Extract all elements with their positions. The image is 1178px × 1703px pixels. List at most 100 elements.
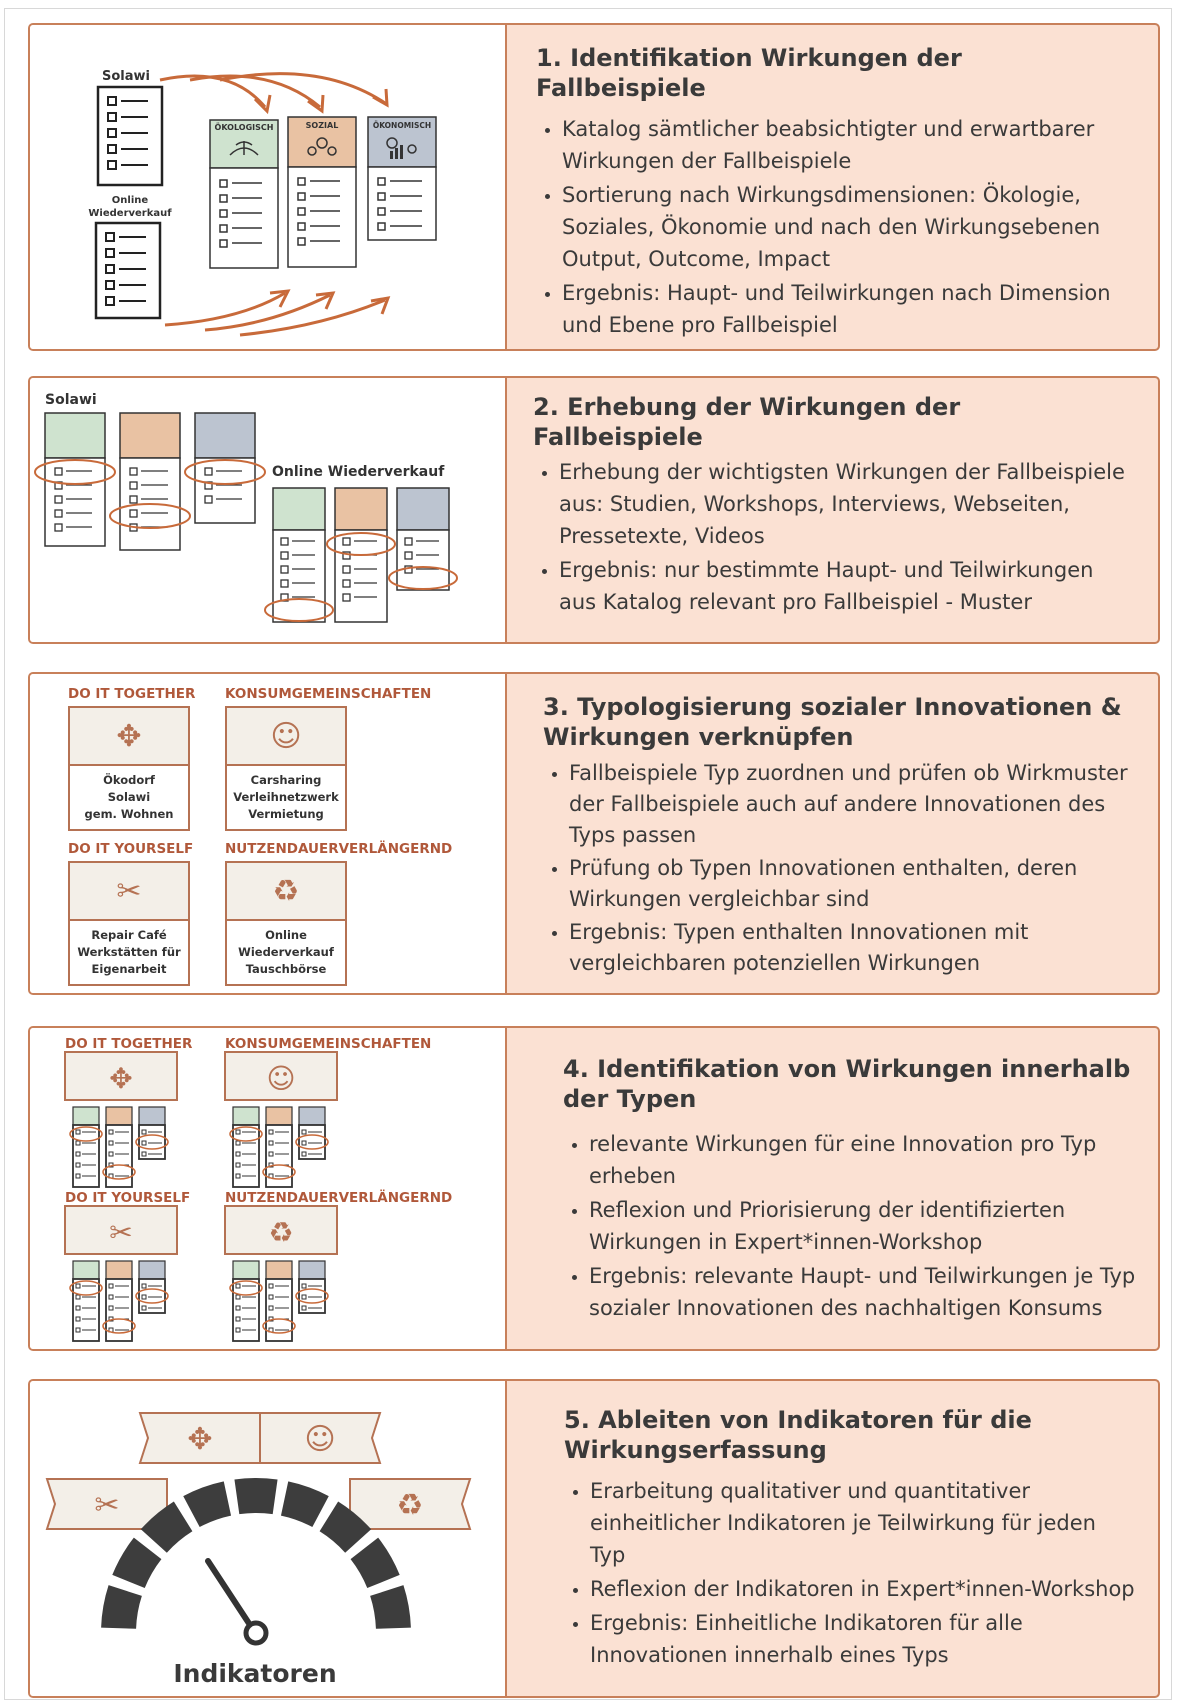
- recycle-icon: ♻: [272, 873, 300, 909]
- svg-text:✂: ✂: [94, 1488, 119, 1523]
- svg-text:Wiederverkauf: Wiederverkauf: [88, 208, 172, 219]
- step-1-bullets: Katalog sämtlicher beabsichtigter und er…: [536, 113, 1136, 341]
- svg-text:SOZIAL: SOZIAL: [306, 121, 339, 130]
- list-item: Prüfung ob Typen Innovationen enthalten,…: [569, 853, 1136, 915]
- list-item: Katalog sämtlicher beabsichtigter und er…: [562, 113, 1136, 177]
- svg-text:ÖKOLOGISCH: ÖKOLOGISCH: [215, 122, 274, 132]
- gauge-segment: [112, 1537, 162, 1589]
- case-label-solawi: Solawi: [45, 392, 97, 408]
- step-3-panel: DO IT TOGETHER KONSUMGEMEINSCHAFTEN DO I…: [28, 672, 1160, 995]
- svg-text:✥: ✥: [109, 1062, 132, 1095]
- checklist-solawi-icon: [96, 85, 164, 187]
- flow-arrows-icon: [159, 72, 391, 337]
- type-card-do-it-together: ✥ Ökodorf Solawi gem. Wohnen: [68, 706, 190, 831]
- step-4-bullets: relevante Wirkungen für eine Innovation …: [563, 1128, 1136, 1324]
- list-item: Reflexion und Priorisierung der identifi…: [589, 1194, 1136, 1258]
- banner-community-icon: ☺: [259, 1412, 382, 1464]
- gauge-segment: [350, 1537, 400, 1589]
- banner-recycle-icon: ♻: [349, 1478, 472, 1530]
- type-label-konsumgemeinschaften: KONSUMGEMEINSCHAFTEN: [225, 1036, 432, 1052]
- step-2-figure: Solawi: [30, 378, 507, 642]
- banner-tools-icon: ✂: [45, 1478, 168, 1530]
- gauge-label: Indikatoren: [173, 1659, 337, 1688]
- step-5-illustration: ✥ ☺ ✂ ♻: [45, 1412, 472, 1646]
- community-icon: ☺: [270, 718, 302, 754]
- step-4-panel: DO IT TOGETHER KONSUMGEMEINSCHAFTEN DO I…: [28, 1026, 1160, 1351]
- dimension-card-sozial: SOZIAL: [287, 116, 357, 268]
- list-item: Erhebung der wichtigsten Wirkungen der F…: [559, 456, 1136, 552]
- list-item: Sortierung nach Wirkungsdimensionen: Öko…: [562, 179, 1136, 275]
- type-label-nutzendauer: NUTZENDAUERVERLÄNGERND: [225, 841, 453, 857]
- hands-together-icon: ✥: [116, 718, 142, 754]
- svg-text:ÖKONOMISCH: ÖKONOMISCH: [373, 121, 431, 130]
- step-5-panel: ✥ ☺ ✂ ♻ Indikatoren 5. Ableiten von Indi…: [28, 1379, 1160, 1698]
- type-label-do-it-yourself: DO IT YOURSELF: [68, 841, 194, 857]
- step-1-title: 1. Identifikation Wirkungen der Fallbeis…: [536, 44, 962, 102]
- page-frame: [4, 8, 1172, 1700]
- case-label-wiederverkauf: Online Wiederverkauf: [272, 464, 445, 480]
- tools-icon: ✂: [116, 873, 142, 909]
- step-5-text: 5. Ableiten von Indikatoren für die Wirk…: [508, 1381, 1158, 1696]
- step-5-bullets: Erarbeitung qualitativer und quantitativ…: [564, 1475, 1136, 1671]
- step-1-illustration: Solawi Online Wiederverkauf: [88, 69, 437, 337]
- step-4-title: 4. Identifikation von Wirkungen innerhal…: [563, 1055, 1131, 1113]
- step-2-illustration: Solawi: [34, 392, 458, 623]
- list-item: Ergebnis: nur bestimmte Haupt- und Teilw…: [559, 554, 1136, 618]
- list-item: Erarbeitung qualitativer und quantitativ…: [590, 1475, 1136, 1571]
- type-card-items: Repair Café Werkstätten für Eigenarbeit: [77, 928, 181, 976]
- list-item: Ergebnis: Typen enthalten Innovationen m…: [569, 917, 1136, 979]
- type-card-konsumgemeinschaften: ☺ Carsharing Verleihnetzwerk Vermietung: [225, 706, 347, 831]
- svg-text:✥: ✥: [187, 1422, 212, 1457]
- svg-text:♻: ♻: [268, 1216, 293, 1249]
- list-item: Fallbeispiele Typ zuordnen und prüfen ob…: [569, 758, 1136, 851]
- type-label-do-it-together: DO IT TOGETHER: [68, 686, 196, 702]
- type-label-nutzendauer: NUTZENDAUERVERLÄNGERND: [225, 1190, 453, 1206]
- svg-text:☺: ☺: [266, 1062, 295, 1095]
- svg-text:✂: ✂: [109, 1216, 132, 1249]
- pattern-wiederverkauf-icon: [264, 487, 458, 623]
- svg-text:♻: ♻: [397, 1488, 424, 1523]
- step-1-panel: Solawi Online Wiederverkauf: [28, 23, 1160, 351]
- gauge-icon: [101, 1478, 411, 1629]
- case-label-solawi: Solawi: [102, 69, 150, 84]
- step-2-panel: Solawi: [28, 376, 1160, 644]
- step-5-title: 5. Ableiten von Indikatoren für die Wirk…: [564, 1406, 1032, 1464]
- svg-text:☺: ☺: [304, 1422, 335, 1457]
- type-pattern-icons: ✥ ☺ ✂ ♻: [64, 1051, 338, 1342]
- step-4-text: 4. Identifikation von Wirkungen innerhal…: [508, 1028, 1158, 1349]
- list-item: Ergebnis: Einheitliche Indikatoren für a…: [590, 1607, 1136, 1671]
- list-item: relevante Wirkungen für eine Innovation …: [589, 1128, 1136, 1192]
- step-3-title: 3. Typologisierung sozialer Innovationen…: [543, 693, 1122, 751]
- step-3-bullets: Fallbeispiele Typ zuordnen und prüfen ob…: [543, 758, 1136, 979]
- gauge-segment: [234, 1478, 278, 1515]
- type-label-do-it-together: DO IT TOGETHER: [65, 1036, 193, 1052]
- type-card-items: Carsharing Verleihnetzwerk Vermietung: [233, 773, 339, 821]
- banner-hands-icon: ✥: [138, 1412, 261, 1464]
- type-card-items: Ökodorf Solawi gem. Wohnen: [84, 773, 174, 821]
- step-1-figure: Solawi Online Wiederverkauf: [30, 25, 507, 349]
- step-2-bullets: Erhebung der wichtigsten Wirkungen der F…: [533, 456, 1136, 618]
- step-2-title: 2. Erhebung der Wirkungen der Fallbeispi…: [533, 393, 961, 451]
- svg-text:Online: Online: [112, 195, 149, 206]
- gauge-segment: [280, 1481, 329, 1528]
- type-label-konsumgemeinschaften: KONSUMGEMEINSCHAFTEN: [225, 686, 432, 702]
- step-3-text: 3. Typologisierung sozialer Innovationen…: [508, 674, 1158, 993]
- pattern-solawi-icon: [34, 412, 266, 551]
- step-4-illustration: ✥ ☺ ✂ ♻: [64, 1051, 338, 1342]
- list-item: Reflexion der Indikatoren in Expert*inne…: [590, 1573, 1136, 1605]
- list-item: Ergebnis: Haupt- und Teilwirkungen nach …: [562, 277, 1136, 341]
- dimension-card-oekologisch: ÖKOLOGISCH: [209, 119, 279, 269]
- type-card-do-it-yourself: ✂ Repair Café Werkstätten für Eigenarbei…: [68, 861, 190, 986]
- gauge-segment: [319, 1501, 372, 1553]
- type-card-items: Online Wiederverkauf Tauschbörse: [238, 928, 334, 976]
- step-4-figure: DO IT TOGETHER KONSUMGEMEINSCHAFTEN DO I…: [30, 1028, 507, 1349]
- checklist-wiederverkauf-icon: [94, 221, 162, 320]
- dimension-card-oekonomisch: ÖKONOMISCH: [367, 116, 437, 241]
- step-5-figure: ✥ ☺ ✂ ♻ Indikatoren: [30, 1381, 507, 1696]
- list-item: Ergebnis: relevante Haupt- und Teilwirku…: [589, 1260, 1136, 1324]
- type-label-do-it-yourself: DO IT YOURSELF: [65, 1190, 191, 1206]
- step-1-text: 1. Identifikation Wirkungen der Fallbeis…: [508, 25, 1158, 349]
- step-2-text: 2. Erhebung der Wirkungen der Fallbeispi…: [508, 378, 1158, 642]
- gauge-needle-icon: [205, 1558, 255, 1631]
- gauge-segment: [370, 1585, 411, 1629]
